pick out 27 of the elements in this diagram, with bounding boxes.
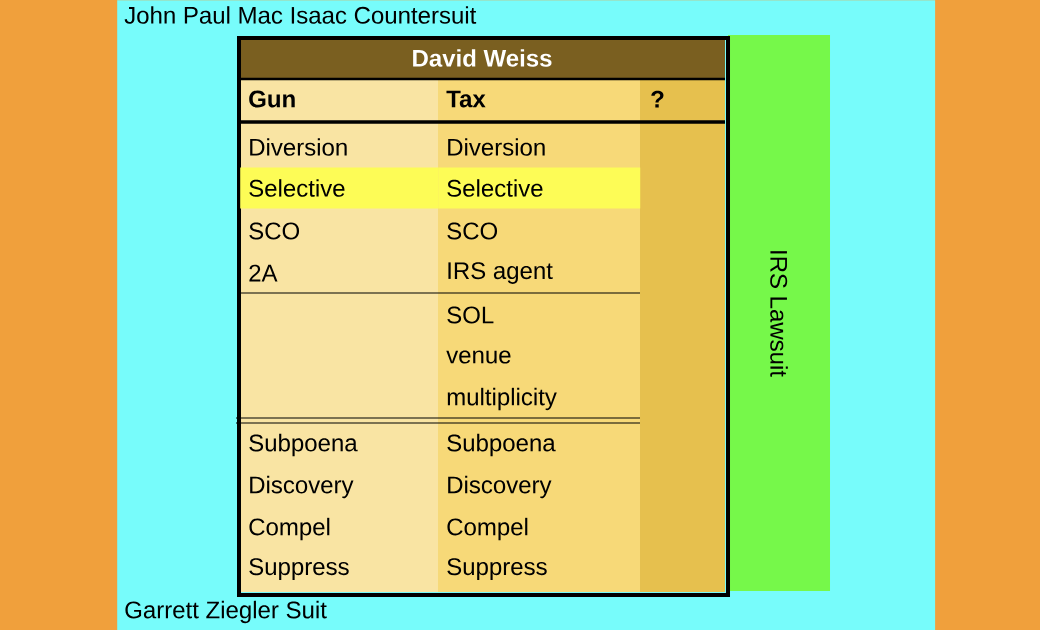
- table-frame: [237, 36, 730, 597]
- table-cell: Compel: [447, 517, 528, 541]
- table-cell: 2A: [249, 264, 278, 282]
- panel-label: John Paul Mac Isaac Countersuit: [124, 6, 477, 24]
- table-cell: SCO: [249, 222, 300, 240]
- table-cell: Diversion: [250, 138, 347, 156]
- panel-label: Garrett Ziegler Suit: [125, 600, 327, 624]
- table-cell: Subpoena: [249, 433, 358, 457]
- table-cell: Tax: [446, 90, 486, 108]
- band: IRS Lawsuit: [728, 35, 830, 591]
- table-cell: SOL: [447, 306, 494, 324]
- table-cell: Discovery: [250, 475, 354, 499]
- table-cell: Gun: [249, 90, 295, 108]
- table-cell: ?: [651, 90, 664, 108]
- table-cell: Selective: [240, 167, 439, 209]
- table-cell: Suppress: [249, 558, 349, 580]
- table-cell: Suppress: [447, 558, 547, 580]
- table-cell: SCO: [447, 222, 498, 240]
- table-title: David Weiss: [413, 49, 552, 67]
- table-cell: IRS agent: [448, 262, 553, 284]
- table-cell: Subpoena: [447, 433, 556, 457]
- table-cell: Selective: [438, 167, 641, 209]
- table-cell: Compel: [249, 517, 330, 541]
- table-cell: Diversion: [448, 138, 545, 156]
- table-cell: multiplicity: [447, 387, 557, 411]
- table-cell: Discovery: [448, 475, 552, 499]
- table-cell: venue: [446, 350, 511, 364]
